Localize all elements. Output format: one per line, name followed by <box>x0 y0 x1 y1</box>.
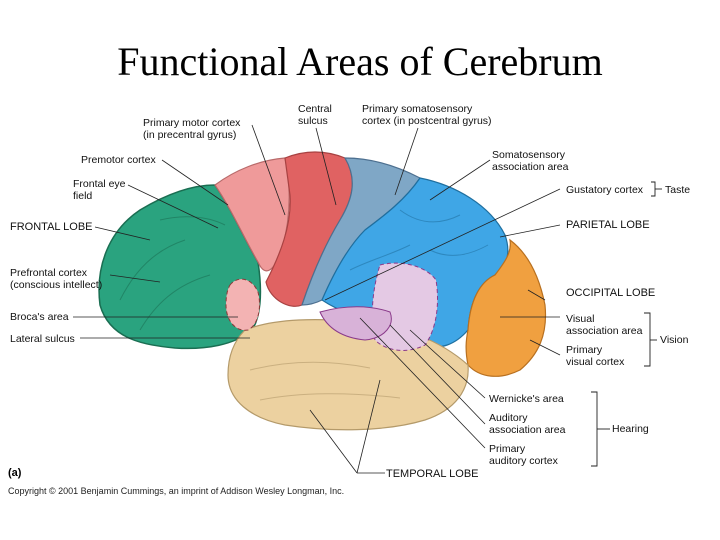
label-hearing: Hearing <box>612 423 649 435</box>
label-lateral-sulcus: Lateral sulcus <box>10 333 75 345</box>
copyright-notice: Copyright © 2001 Benjamin Cummings, an i… <box>8 486 345 496</box>
label-auditory-assoc: Auditory association area <box>489 412 566 436</box>
figure-label: (a) <box>8 467 22 479</box>
page-title: Functional Areas of Cerebrum <box>117 39 603 84</box>
label-wernickes: Wernicke's area <box>489 393 564 405</box>
label-premotor: Premotor cortex <box>81 154 156 166</box>
label-temporal-lobe: TEMPORAL LOBE <box>386 468 479 480</box>
label-taste: Taste <box>665 184 691 196</box>
label-vision: Vision <box>660 334 689 346</box>
label-brocas: Broca's area <box>10 311 69 323</box>
frontal-gyri <box>119 216 226 331</box>
label-occipital-lobe: OCCIPITAL LOBE <box>566 287 656 299</box>
label-primary-auditory: Primary auditory cortex <box>489 443 558 467</box>
label-gustatory: Gustatory cortex <box>566 184 644 196</box>
label-visual-assoc: Visual association area <box>566 313 643 337</box>
label-frontal-eye: Frontal eye field <box>73 178 126 202</box>
label-parietal-lobe: PARIETAL LOBE <box>566 219 650 231</box>
wernickes-region <box>371 262 438 351</box>
occipital-region <box>465 238 547 377</box>
group-brackets <box>591 181 662 467</box>
label-central-sulcus: Central sulcus <box>298 103 332 127</box>
label-primary-visual: Primary visual cortex <box>566 344 625 368</box>
temporal-gyri <box>249 361 401 401</box>
label-prefrontal: Prefrontal cortex (conscious intellect) <box>10 267 103 291</box>
label-somatosensory-assoc: Somatosensory association area <box>492 149 569 173</box>
parietal-gyri <box>349 209 489 271</box>
label-frontal-lobe: FRONTAL LOBE <box>10 221 93 233</box>
label-primary-somatosensory: Primary somatosensory cortex (in postcen… <box>362 103 492 127</box>
leader-lines <box>73 124 561 474</box>
label-primary-motor: Primary motor cortex (in precentral gyru… <box>143 117 241 141</box>
